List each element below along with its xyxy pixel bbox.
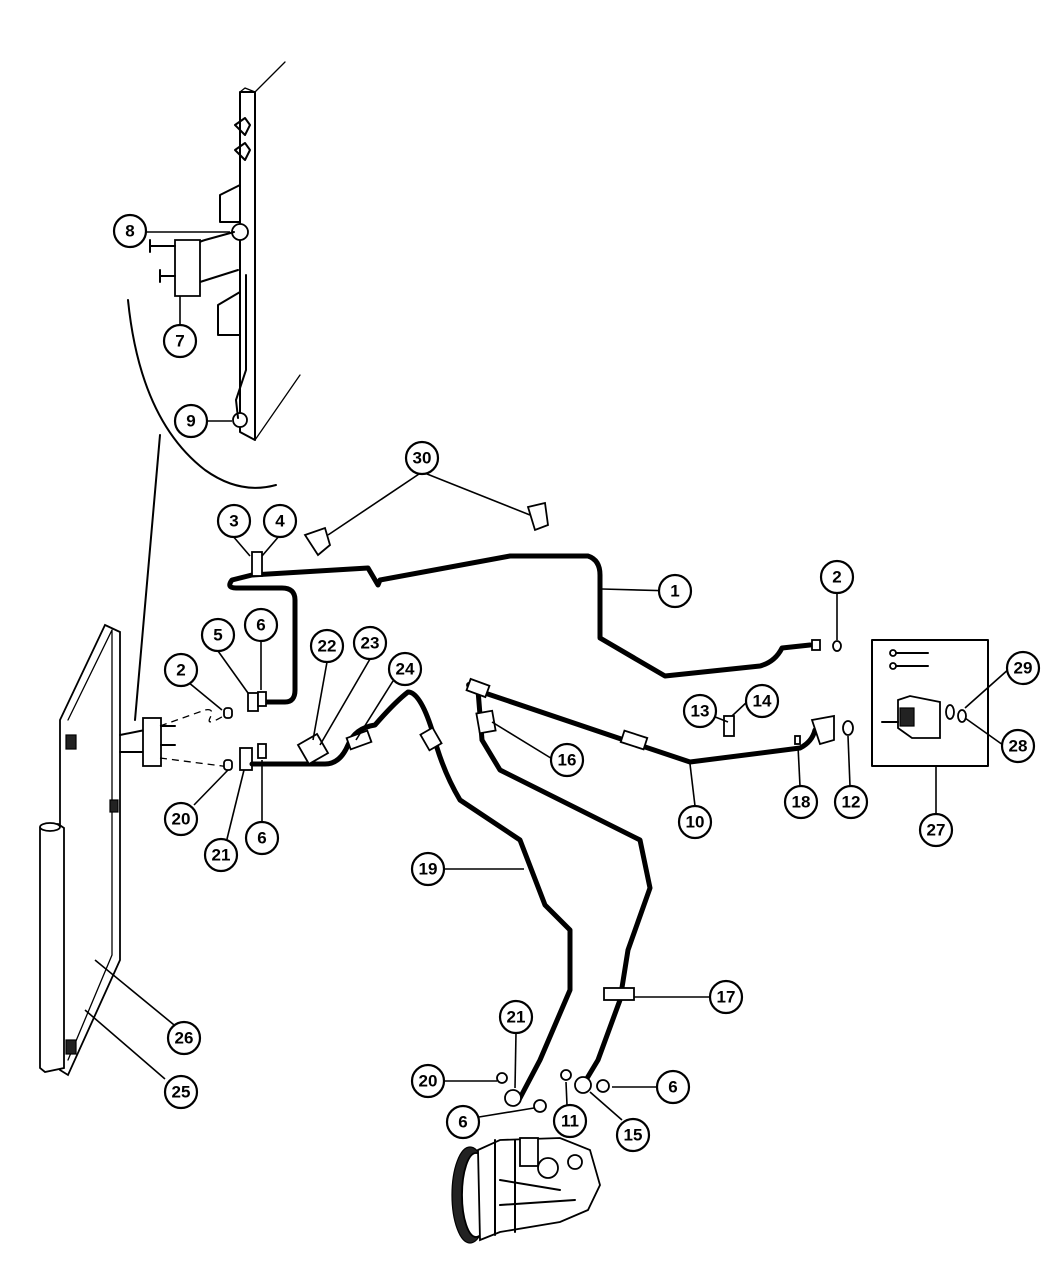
callout-20-b-label: 20 xyxy=(172,810,191,829)
callout-2-b-label: 2 xyxy=(176,661,185,680)
callout-27-label: 27 xyxy=(927,821,946,840)
callout-10: 10 xyxy=(677,804,713,840)
callout-17: 17 xyxy=(708,979,744,1015)
discharge-line xyxy=(249,689,573,1107)
callout-30: 30 xyxy=(404,440,440,476)
callout-21-b: 21 xyxy=(203,837,239,873)
callout-9-label: 9 xyxy=(186,412,195,431)
callout-20: 20 xyxy=(410,1063,446,1099)
callout-29-label: 29 xyxy=(1014,659,1033,678)
callout-26-label: 26 xyxy=(175,1029,194,1048)
callout-25: 25 xyxy=(163,1074,199,1110)
callout-19-label: 19 xyxy=(419,860,438,879)
callout-29: 29 xyxy=(1005,650,1041,686)
callout-18: 18 xyxy=(783,784,819,820)
callout-4-label: 4 xyxy=(275,512,285,531)
callout-6-label: 6 xyxy=(256,616,265,635)
expansion-valve-kit xyxy=(871,639,989,767)
callout-6: 6 xyxy=(243,607,279,643)
callout-2-b: 2 xyxy=(163,652,199,688)
callout-1: 1 xyxy=(657,573,693,609)
callout-3: 3 xyxy=(216,503,252,539)
liquid-line xyxy=(227,551,821,712)
callout-9: 9 xyxy=(173,403,209,439)
callout-13-label: 13 xyxy=(691,702,710,721)
callout-11-label: 11 xyxy=(561,1112,579,1131)
compressor xyxy=(451,1137,601,1244)
callout-1-label: 1 xyxy=(670,582,679,601)
suction-line xyxy=(465,677,835,1094)
callout-25-label: 25 xyxy=(172,1083,191,1102)
callout-6-d-label: 6 xyxy=(668,1078,677,1097)
callout-14-label: 14 xyxy=(753,692,772,711)
callout-20-label: 20 xyxy=(419,1072,438,1091)
hose-arc xyxy=(127,299,277,489)
callout-30-label: 30 xyxy=(413,449,432,468)
callout-3-label: 3 xyxy=(229,512,238,531)
callout-8: 8 xyxy=(112,213,148,249)
callout-24: 24 xyxy=(387,651,423,687)
callout-12: 12 xyxy=(833,784,869,820)
callout-28-label: 28 xyxy=(1009,737,1028,756)
callout-6-d: 6 xyxy=(655,1069,691,1105)
callout-5-label: 5 xyxy=(213,626,222,645)
callout-10-label: 10 xyxy=(686,813,705,832)
callout-6-b-label: 6 xyxy=(257,829,266,848)
callout-21: 21 xyxy=(498,999,534,1035)
callout-24-label: 24 xyxy=(396,660,415,679)
callout-18-label: 18 xyxy=(792,793,811,812)
callout-17-label: 17 xyxy=(717,988,736,1007)
callout-23: 23 xyxy=(352,625,388,661)
callout-16-label: 16 xyxy=(558,751,577,770)
callout-15-label: 15 xyxy=(624,1126,643,1145)
condenser-link-line xyxy=(134,434,161,721)
callout-22: 22 xyxy=(309,628,345,664)
callout-15: 15 xyxy=(615,1117,651,1153)
callout-2-label: 2 xyxy=(832,568,841,587)
callout-23-label: 23 xyxy=(361,634,380,653)
callout-27: 27 xyxy=(918,812,954,848)
callout-21-b-label: 21 xyxy=(212,846,231,865)
callout-6-b: 6 xyxy=(244,820,280,856)
callout-13: 13 xyxy=(682,693,718,729)
condenser-assembly xyxy=(39,623,176,1077)
callout-4: 4 xyxy=(262,503,298,539)
radiator-upper-view xyxy=(149,61,301,441)
callout-8-label: 8 xyxy=(125,222,134,241)
callout-11: 11 xyxy=(552,1103,588,1139)
callout-19: 19 xyxy=(410,851,446,887)
callout-28: 28 xyxy=(1000,728,1036,764)
callout-14: 14 xyxy=(744,683,780,719)
callout-7-label: 7 xyxy=(175,332,184,351)
callout-16: 16 xyxy=(549,742,585,778)
callout-12-label: 12 xyxy=(842,793,861,812)
callout-2: 2 xyxy=(819,559,855,595)
callout-21-label: 21 xyxy=(507,1008,526,1027)
callout-26: 26 xyxy=(166,1020,202,1056)
callout-22-label: 22 xyxy=(318,637,337,656)
callout-6-c: 6 xyxy=(445,1104,481,1140)
callout-6-c-label: 6 xyxy=(458,1113,467,1132)
callout-7: 7 xyxy=(162,323,198,359)
callout-20-b: 20 xyxy=(163,801,199,837)
callout-5: 5 xyxy=(200,617,236,653)
